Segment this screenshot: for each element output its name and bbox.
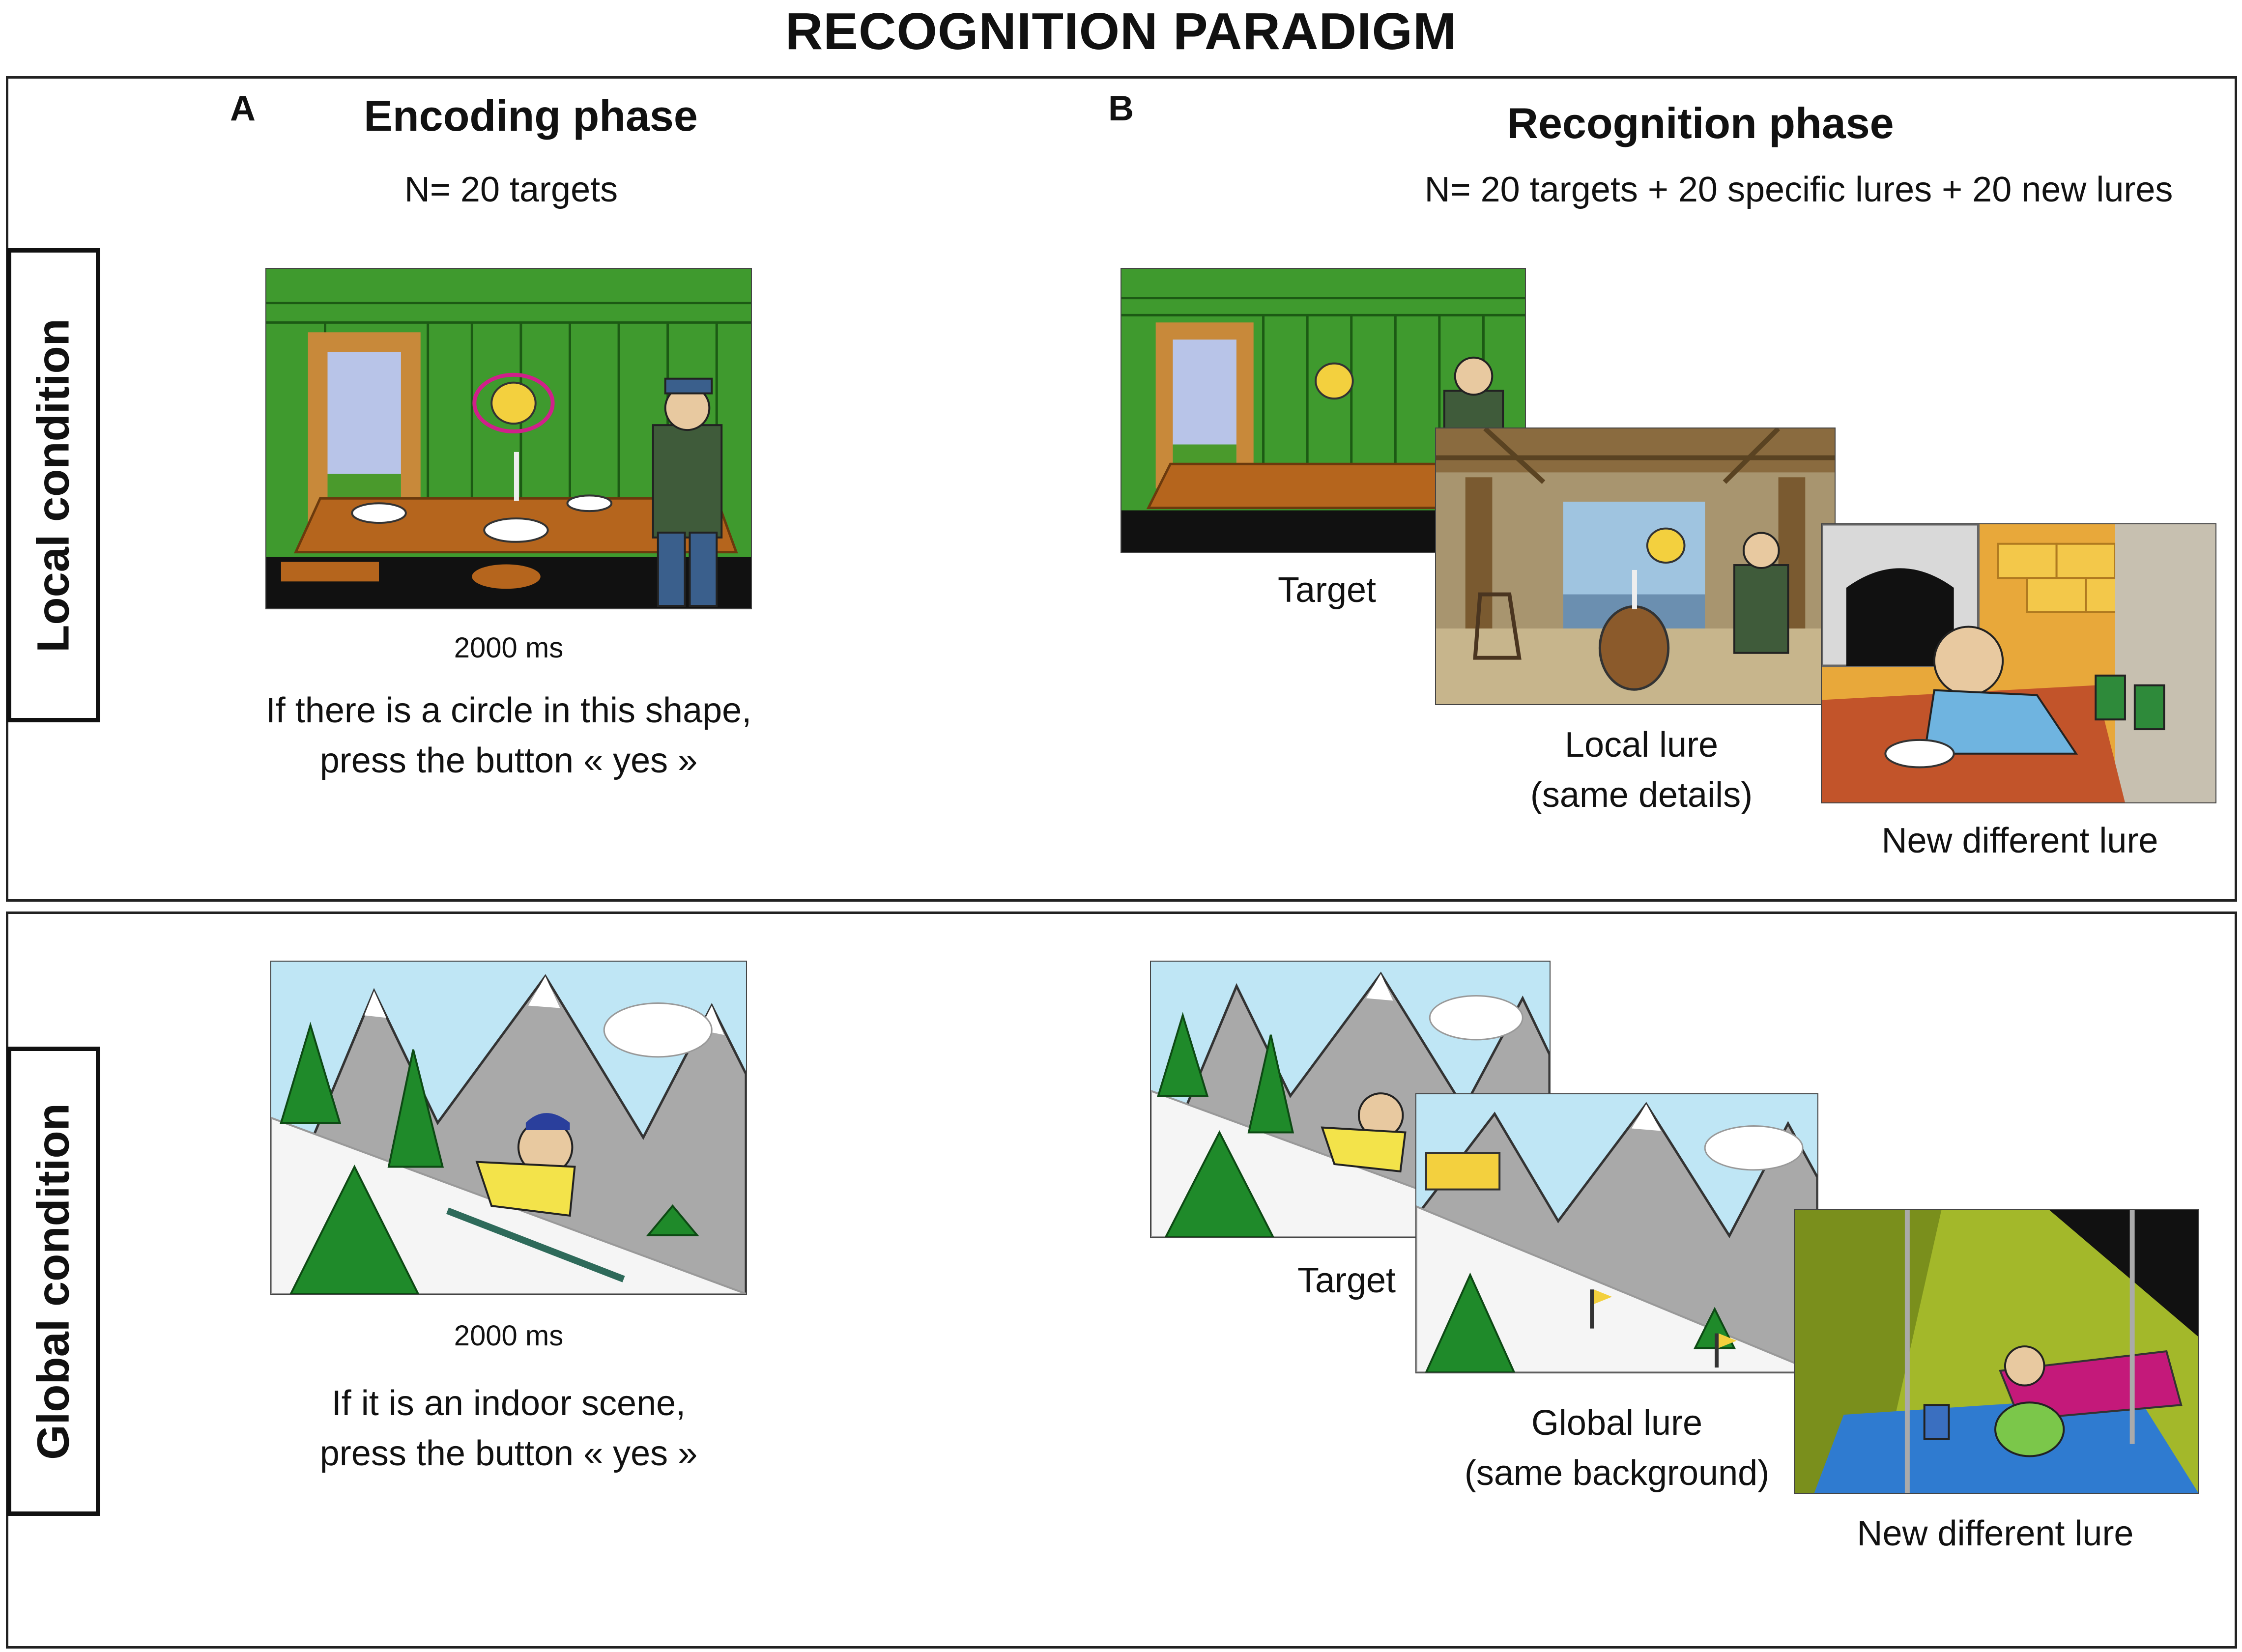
recognition-local-new-lure-label: New different lure (1881, 821, 2158, 860)
recognition-local-target-label: Target (1277, 570, 1377, 610)
panel-letter-a: A (230, 89, 256, 128)
recognition-global-lure-label: Global lure (same background) (1445, 1398, 1789, 1498)
local-condition-label-box: Local condition (7, 248, 100, 722)
figure-title: RECOGNITION PARADIGM (785, 2, 1457, 60)
encoding-duration: 2000 ms (454, 632, 564, 664)
encoding-instruction-line2: press the button « yes » (319, 741, 698, 780)
recognition-local-lure-label: Local lure (same details) (1494, 720, 1789, 820)
panel-letter-b: B (1108, 89, 1134, 128)
global-instruction-line2: press the button « yes » (319, 1434, 698, 1473)
local-lure-label-line2: (same details) (1530, 775, 1753, 815)
global-encoding-duration: 2000 ms (454, 1320, 564, 1352)
encoding-count: N= 20 targets (404, 170, 618, 209)
recognition-global-target-label: Target (1297, 1261, 1396, 1300)
encoding-heading: Encoding phase (364, 91, 698, 140)
encoding-instruction: If there is a circle in this shape, pres… (236, 685, 781, 786)
global-condition-label: Global condition (28, 1103, 79, 1460)
encoding-instruction-line1: If there is a circle in this shape, (265, 691, 752, 730)
global-lure-label-line1: Global lure (1531, 1403, 1703, 1443)
recognition-global-new-lure-label: New different lure (1857, 1514, 2134, 1553)
recognition-local-target-image (1121, 268, 1526, 553)
recognition-local-lure-image (1435, 427, 1836, 705)
recognition-local-new-lure-image (1821, 523, 2216, 803)
recognition-global-new-lure-image (1794, 1209, 2199, 1494)
recognition-count: N= 20 targets + 20 specific lures + 20 n… (1424, 170, 2173, 209)
global-condition-label-box: Global condition (7, 1047, 100, 1516)
recognition-heading: Recognition phase (1507, 99, 1894, 147)
encoding-local-target-image (265, 268, 752, 609)
recognition-global-lure-image (1415, 1093, 1818, 1373)
global-encoding-instruction: If it is an indoor scene, press the butt… (236, 1378, 781, 1479)
global-instruction-line1: If it is an indoor scene, (331, 1384, 686, 1423)
local-lure-label-line1: Local lure (1564, 725, 1719, 765)
global-lure-label-line2: (same background) (1464, 1453, 1770, 1493)
encoding-global-target-image (270, 961, 747, 1295)
local-condition-label: Local condition (28, 318, 79, 653)
